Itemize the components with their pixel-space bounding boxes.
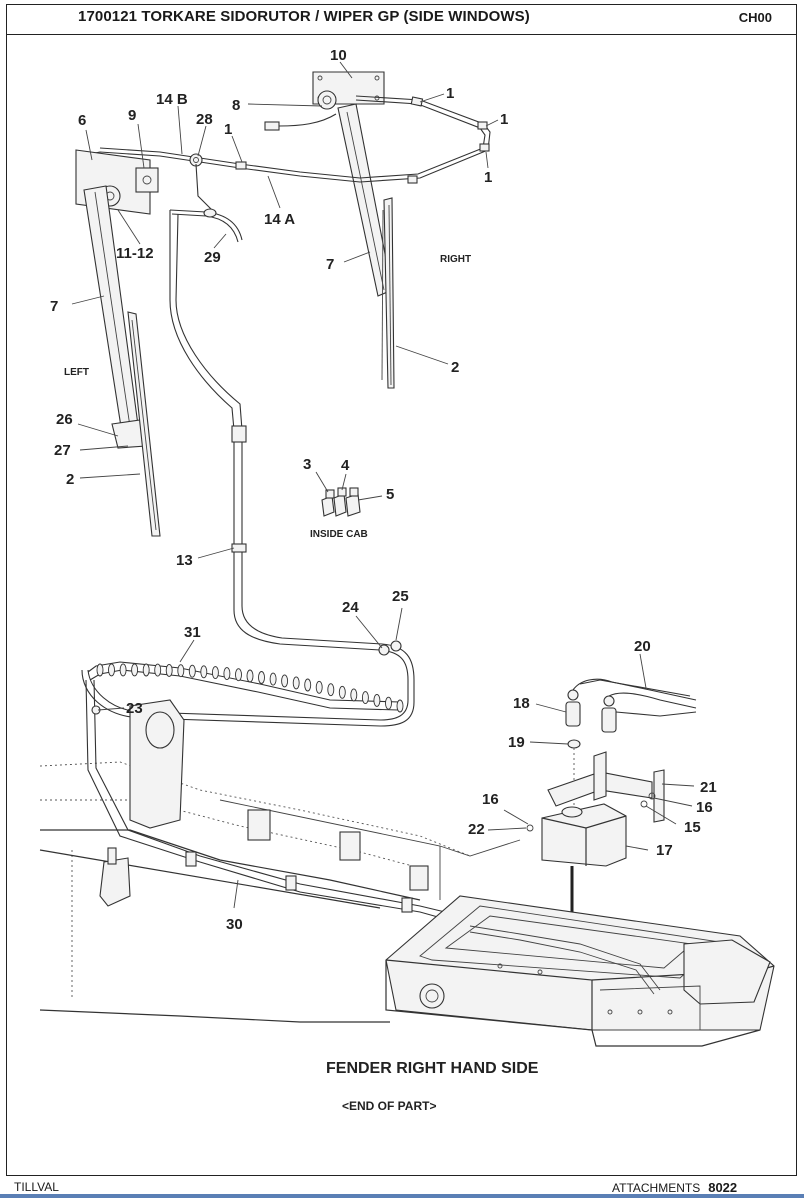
footer-section: ATTACHMENTS 8022 bbox=[612, 1180, 737, 1195]
washer-pumps bbox=[565, 678, 697, 733]
page-frame bbox=[6, 4, 797, 1176]
left-wiper-arm bbox=[83, 185, 147, 449]
callout-22: 22 bbox=[468, 821, 485, 838]
callout-15: 15 bbox=[684, 819, 701, 836]
conduit-rib bbox=[131, 663, 139, 677]
callout-1: 1 bbox=[446, 85, 454, 102]
callout-5: 5 bbox=[386, 486, 394, 503]
callout-16: 16 bbox=[696, 799, 713, 816]
leader-lines bbox=[71, 61, 695, 909]
callout-3: 3 bbox=[303, 456, 311, 473]
chapter-code: CH00 bbox=[738, 10, 772, 25]
roof-washer-tubing bbox=[79, 95, 491, 184]
right-wiper-blade bbox=[381, 197, 395, 389]
right-side-label: RIGHT bbox=[440, 254, 471, 265]
callout-27: 27 bbox=[54, 442, 71, 459]
conduit-rib bbox=[304, 678, 312, 692]
callout-2: 2 bbox=[451, 359, 459, 376]
conduit-rib bbox=[338, 685, 346, 699]
callout-7: 7 bbox=[50, 298, 58, 315]
callout-14b: 14 B bbox=[156, 91, 188, 108]
washer-hose-run bbox=[81, 210, 415, 727]
right-wiper-motor-plate bbox=[312, 71, 385, 110]
page-number: 8022 bbox=[708, 1180, 738, 1195]
conduit-rib bbox=[211, 666, 219, 680]
left-side-label: LEFT bbox=[64, 367, 89, 378]
callout-31: 31 bbox=[184, 624, 201, 641]
conduit-rib bbox=[361, 691, 369, 705]
callout-19: 19 bbox=[508, 734, 525, 751]
callout-7: 7 bbox=[326, 256, 334, 273]
callout-29: 29 bbox=[204, 249, 221, 266]
callout-23: 23 bbox=[126, 700, 143, 717]
callout-11-12: 11-12 bbox=[116, 245, 154, 262]
callout-17: 17 bbox=[656, 842, 673, 859]
conduit-ribs bbox=[96, 663, 404, 713]
callout-1: 1 bbox=[500, 111, 508, 128]
bottom-strip bbox=[0, 1194, 804, 1198]
conduit-rib bbox=[200, 665, 208, 679]
conduit-rib bbox=[119, 663, 127, 677]
conduit-rib bbox=[177, 664, 185, 678]
conduit-rib bbox=[396, 699, 404, 713]
callout-2: 2 bbox=[66, 471, 74, 488]
conduit-rib bbox=[154, 663, 162, 677]
conduit-rib bbox=[96, 663, 104, 677]
washer-tank bbox=[541, 803, 627, 867]
callout-1: 1 bbox=[224, 121, 232, 138]
conduit-rib bbox=[165, 663, 173, 677]
conduit-rib bbox=[281, 674, 289, 688]
callout-20: 20 bbox=[634, 638, 651, 655]
callout-21: 21 bbox=[700, 779, 717, 796]
footer-left-label: TILLVAL bbox=[14, 1180, 59, 1194]
header-divider bbox=[6, 34, 797, 35]
callout-16: 16 bbox=[482, 791, 499, 808]
lower-hose-run bbox=[85, 679, 471, 927]
callout-30: 30 bbox=[226, 916, 243, 933]
conduit-rib bbox=[108, 663, 115, 677]
conduit-rib bbox=[258, 671, 265, 684]
chassis-frame bbox=[39, 699, 521, 1023]
footer-section-label: ATTACHMENTS bbox=[612, 1181, 701, 1195]
left-wiper-blade bbox=[127, 311, 161, 537]
switch-group bbox=[321, 487, 361, 517]
conduit-rib bbox=[385, 696, 392, 710]
callout-14a: 14 A bbox=[264, 211, 295, 228]
callout-8: 8 bbox=[232, 97, 240, 114]
conduit-rib bbox=[315, 680, 323, 694]
conduit-rib bbox=[292, 676, 300, 690]
conduit-rib bbox=[373, 693, 381, 707]
conduit-rib bbox=[142, 663, 150, 677]
callout-26: 26 bbox=[56, 411, 73, 428]
callout-18: 18 bbox=[513, 695, 530, 712]
callout-13: 13 bbox=[176, 552, 193, 569]
conduit-rib bbox=[246, 669, 254, 683]
callout-10: 10 bbox=[330, 47, 347, 64]
callout-25: 25 bbox=[392, 588, 409, 605]
callout-6: 6 bbox=[78, 112, 86, 129]
conduit-rib bbox=[223, 667, 231, 681]
callout-4: 4 bbox=[341, 457, 350, 474]
conduit-rib bbox=[327, 683, 335, 697]
page-title: 1700121 TORKARE SIDORUTOR / WIPER GP (SI… bbox=[78, 8, 530, 25]
fender-right-hand-side bbox=[385, 895, 775, 1047]
callout-9: 9 bbox=[128, 107, 136, 124]
conduit-rib bbox=[350, 688, 358, 702]
conduit-rib bbox=[269, 672, 277, 686]
harness-connector bbox=[264, 113, 337, 131]
conduit-rib bbox=[235, 668, 242, 682]
inside-cab-label: INSIDE CAB bbox=[310, 529, 368, 540]
callout-28: 28 bbox=[196, 111, 213, 128]
tank-bracket bbox=[526, 751, 665, 832]
fender-caption: FENDER RIGHT HAND SIDE bbox=[326, 1060, 539, 1077]
callout-1: 1 bbox=[484, 169, 492, 186]
conduit-rib bbox=[188, 664, 196, 678]
callout-24: 24 bbox=[342, 599, 359, 616]
left-nozzle-hose bbox=[169, 163, 243, 243]
end-of-part-caption: <END OF PART> bbox=[342, 1099, 436, 1113]
